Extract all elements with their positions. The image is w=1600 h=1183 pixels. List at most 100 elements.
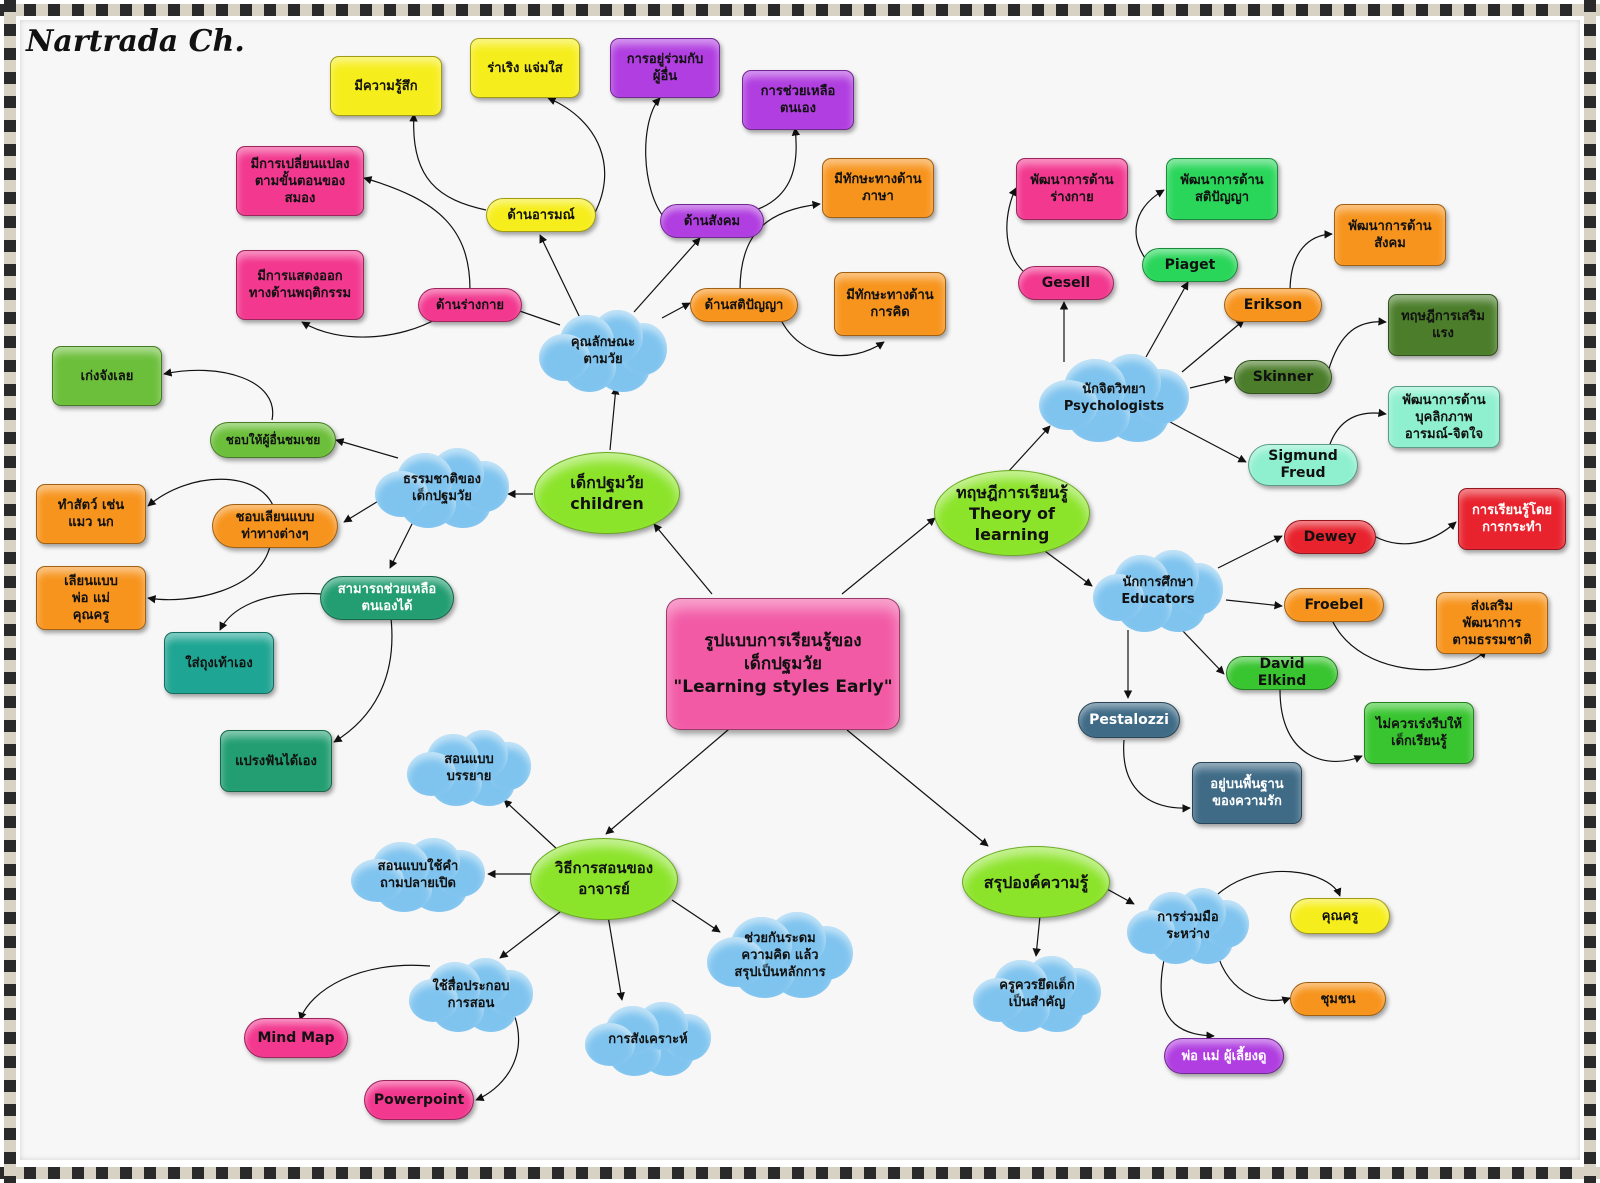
cloud-puff [1092,573,1145,622]
cloud-synthesis[interactable]: การสังเคราะห์ [582,1000,714,1078]
node-together[interactable]: การอยู่ร่วมกับ ผู้อื่น [610,38,720,98]
cloud-nature[interactable]: ธรรมชาติของ เด็กปฐมวัย [372,446,512,530]
node-reinforce[interactable]: ทฤษฎีการเสริม แรง [1388,294,1498,356]
edge-teaching-synthesis [607,915,625,1001]
node-froebel[interactable]: Froebel [1284,588,1384,622]
node-intel-dev[interactable]: พัฒนาการด้าน สติปัญญา [1166,158,1278,220]
node-nature-dev[interactable]: ส่งเสริมพัฒนาการ ตามธรรมชาติ [1436,592,1548,654]
node-no-rush[interactable]: ไม่ควรเร่งรีบให้ เด็กเรียนรู้ [1364,702,1474,764]
node-love[interactable]: อยู่บนพื้นฐาน ของความรัก [1192,762,1302,824]
cloud-lecture[interactable]: สอนแบบ บรรยาย [404,728,534,808]
edge-teaching-media [499,911,561,959]
node-socks[interactable]: ใส่ถุงเท้าเอง [164,632,274,694]
main-children[interactable]: เด็กปฐมวัย children [534,452,680,534]
node-powerpoint[interactable]: Powerpoint [364,1080,474,1120]
node-mindmap[interactable]: Mind Map [244,1018,348,1058]
cloud-educators-label: นักการศึกษา Educators [1121,575,1195,607]
cloud-synthesis-label: การสังเคราะห์ [608,1031,688,1047]
cloud-questions[interactable]: สอนแบบใช้คำ ถามปลายเปิด [348,836,488,914]
cloud-brainstorm-label: ช่วยกันระดม ความคิด แล้ว สรุปเป็นหลักการ [734,930,826,980]
node-personality[interactable]: พัฒนาการด้าน บุคลิกภาพ อารมณ์-จิตใจ [1388,386,1500,448]
node-guardians[interactable]: พ่อ แม่ ผู้เลี้ยงดู [1164,1038,1284,1074]
edge-canhelp-socks [219,592,323,631]
checker-border-top [0,4,1600,16]
center-topic[interactable]: รูปแบบการเรียนรู้ของ เด็กปฐมวัย "Learnin… [666,598,900,730]
cloud-child-center[interactable]: ครูควรยึดเด็ก เป็นสำคัญ [970,954,1104,1034]
edge-center-summary [846,729,989,847]
edge-nature-praise [335,438,399,459]
node-parents[interactable]: เลียนแบบ พ่อ แม่ คุณครู [36,566,146,630]
node-awesome[interactable]: เก่งจังเลย [52,346,162,406]
node-teacher[interactable]: คุณครู [1290,898,1390,934]
node-pestalozzi[interactable]: Pestalozzi [1078,702,1180,738]
node-brain-change[interactable]: มีการเปลี่ยนแปลง ตามขั้นตอนของ สมอง [236,146,364,216]
node-behavior[interactable]: มีการแสดงออก ทางด้านพฤติกรรม [236,250,364,320]
node-emotion[interactable]: ด้านอารมณ์ [486,198,596,232]
edge-intellect-thinking [779,317,885,357]
edge-psych-erikson [1181,319,1245,373]
cloud-characteristics[interactable]: คุณลักษณะ ตามวัย [536,308,670,394]
node-praise[interactable]: ชอบให้ผู้อื่นชมเชย [210,422,336,458]
edge-freud-personality [1329,408,1387,445]
edge-characteristics-intellect [661,302,691,319]
node-cheerful[interactable]: ร่าเริง แจ่มใส [470,38,580,98]
main-teaching[interactable]: วิธีการสอนของ อาจารย์ [530,838,678,920]
node-thinking[interactable]: มีทักษะทางด้าน การคิด [834,272,946,336]
node-brush[interactable]: แปรงฟันได้เอง [220,730,332,792]
checker-border-right [1584,0,1596,1183]
cloud-puff [1126,910,1176,954]
edge-dewey-learndoing [1373,521,1457,545]
node-can-help[interactable]: สามารถช่วยเหลือ ตนเองได้ [320,576,454,620]
node-feelings[interactable]: มีความรู้สึก [330,56,442,116]
node-dewey[interactable]: Dewey [1284,520,1376,554]
cloud-media[interactable]: ใช้สื่อประกอบ การสอน [406,956,536,1034]
node-social-dev[interactable]: พัฒนาการด้าน สังคม [1334,204,1446,266]
cloud-characteristics-label: คุณลักษณะ ตามวัย [570,335,636,367]
edge-nature-imitate [343,499,381,523]
node-erikson[interactable]: Erikson [1224,288,1322,322]
main-summary[interactable]: สรุปองค์ความรู้ [962,846,1110,918]
node-elkind[interactable]: David Elkind [1226,656,1338,690]
node-piaget[interactable]: Piaget [1142,248,1238,282]
cloud-lecture-label: สอนแบบ บรรยาย [444,752,494,784]
edge-educators-dewey [1217,535,1283,569]
node-freud[interactable]: Sigmund Freud [1248,444,1358,486]
node-intellect[interactable]: ด้านสติปัญญา [690,288,798,322]
node-physical[interactable]: ด้านร่างกาย [418,288,522,322]
edge-skinner-reinforce [1327,317,1387,373]
cloud-puff [406,752,456,796]
cloud-puff [584,1023,635,1067]
cloud-educators[interactable]: นักการศึกษา Educators [1090,548,1226,634]
cloud-puff [1039,379,1099,431]
node-community[interactable]: ชุมชน [1290,982,1386,1016]
cloud-cooperation[interactable]: การร่วมมือ ระหว่าง [1124,886,1252,966]
node-imitate[interactable]: ชอบเลียนแบบ ท่าทางต่างๆ [212,504,338,548]
cloud-brainstorm[interactable]: ช่วยกันระดม ความคิด แล้ว สรุปเป็นหลักการ [704,910,856,1000]
cloud-puff [707,937,765,987]
edge-psych-piaget [1145,281,1189,358]
edge-coop-community [1215,949,1291,1005]
edge-imitate-animals [147,478,275,509]
node-animals[interactable]: ทำสัตว์ เช่น แมว นก [36,484,146,544]
node-social[interactable]: ด้านสังคม [660,204,764,238]
node-self-help[interactable]: การช่วยเหลือ ตนเอง [742,70,854,130]
node-language[interactable]: มีทักษะทางด้าน ภาษา [822,158,934,218]
node-phys-dev[interactable]: พัฒนาการด้าน ร่างกาย [1016,158,1128,220]
edge-center-teaching [605,717,743,835]
node-gesell[interactable]: Gesell [1018,266,1114,300]
edge-physical-brain [363,176,471,291]
main-theory[interactable]: ทฤษฎีการเรียนรู้ Theory of learning [934,470,1090,556]
node-skinner[interactable]: Skinner [1234,360,1332,394]
edge-summary-childcenter [1032,915,1041,957]
edge-nature-canhelp [389,519,415,569]
edge-physical-behavior [301,317,439,338]
checker-border-left [4,0,16,1183]
edge-imitate-parents [147,545,271,604]
node-learn-doing[interactable]: การเรียนรู้โดย การกระทำ [1458,488,1566,550]
cloud-psychologists-label: นักจิตวิทยา Psychologists [1063,382,1165,414]
edge-educators-elkind [1179,627,1225,675]
edge-psych-freud [1169,421,1247,463]
cloud-psychologists[interactable]: นักจิตวิทยา Psychologists [1036,352,1192,444]
edge-canhelp-brush [333,609,393,743]
